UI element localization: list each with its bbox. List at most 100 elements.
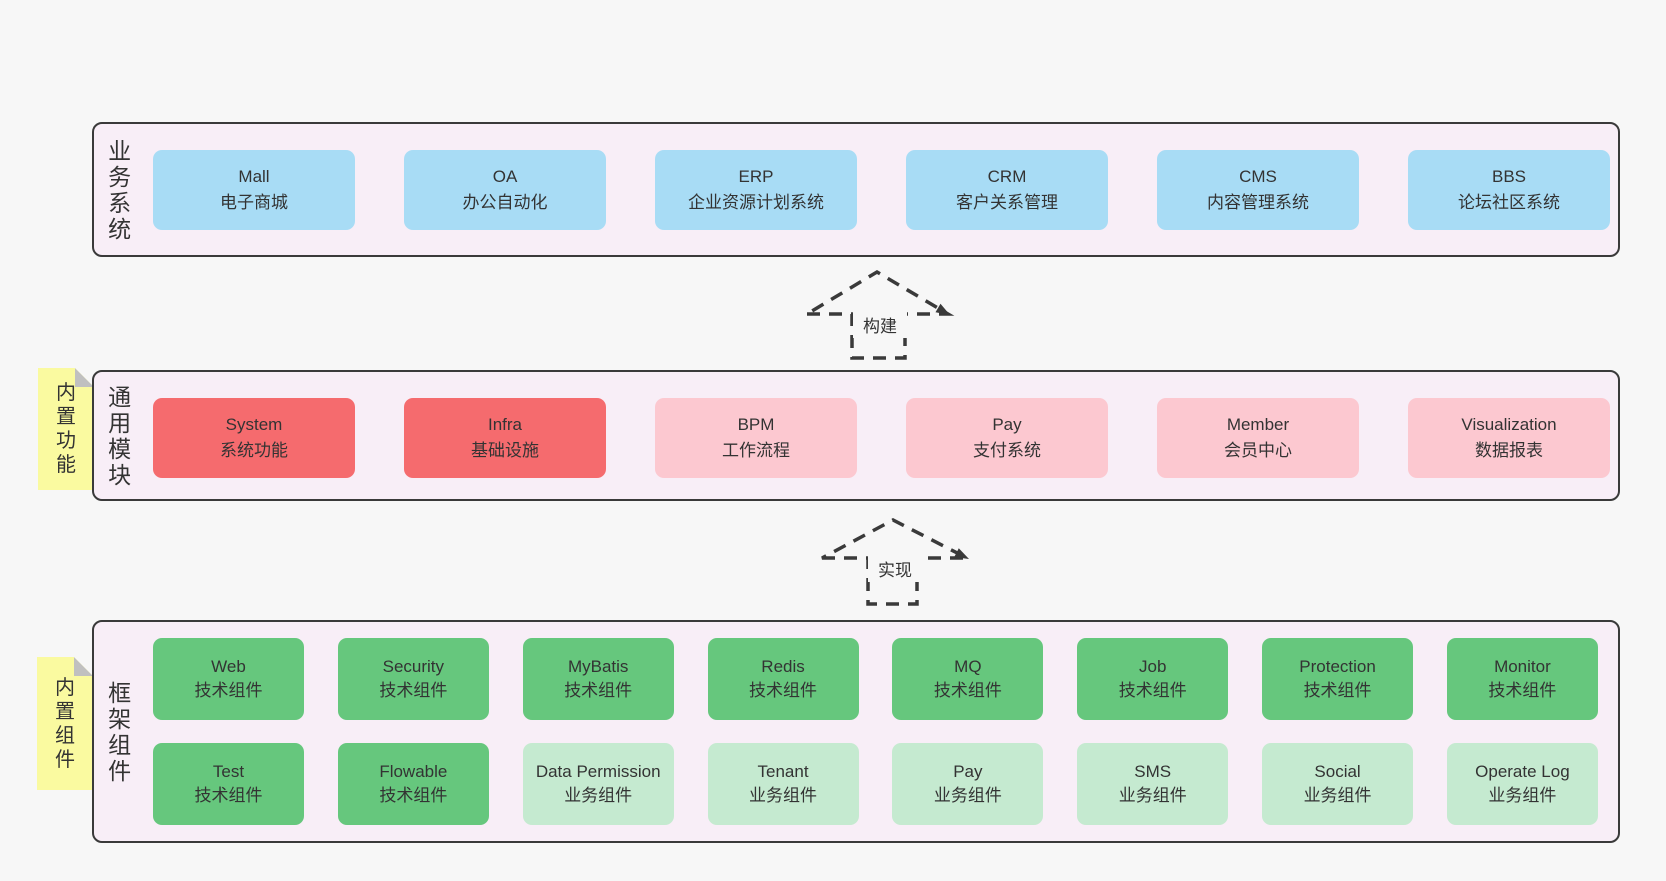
box-title: System <box>225 415 283 434</box>
box-subtitle: 支付系统 <box>973 441 1041 460</box>
box-subtitle: 办公自动化 <box>462 193 548 212</box>
layer-label-modules: 通用模块 <box>108 383 132 488</box>
box-subtitle: 企业资源计划系统 <box>688 193 824 212</box>
box-title: BBS <box>1491 167 1527 186</box>
box-test: Test 技术组件 <box>153 743 304 825</box>
box-mybatis: MyBatis 技术组件 <box>522 638 674 720</box>
box-data-permission: Data Permission 业务组件 <box>522 743 674 825</box>
box-job: Job 技术组件 <box>1077 638 1229 720</box>
box-subtitle: 技术组件 <box>749 681 818 700</box>
sticky-note-built-in-features: 内置功能 <box>38 368 94 490</box>
box-subtitle: 业务组件 <box>1303 786 1372 805</box>
box-title: Infra <box>487 415 523 434</box>
box-subtitle: 业务组件 <box>749 786 818 805</box>
box-subtitle: 技术组件 <box>1118 681 1187 700</box>
box-subtitle: 技术组件 <box>194 681 263 700</box>
box-title: Pay <box>992 415 1022 434</box>
box-subtitle: 技术组件 <box>194 786 263 805</box>
box-title: Flowable <box>379 762 448 781</box>
box-social: Social 业务组件 <box>1262 743 1414 825</box>
box-protection: Protection 技术组件 <box>1262 638 1414 720</box>
box-subtitle: 业务组件 <box>1488 786 1557 805</box>
box-title: Security <box>382 657 445 676</box>
box-title: CRM <box>987 167 1027 186</box>
business-systems-layer: 业务系统 Mall 电子商城 OA 办公自动化 ERP 企业资源计划系统 CRM… <box>92 122 1620 257</box>
layer-label-components: 框架组件 <box>108 679 132 784</box>
box-sms: SMS 业务组件 <box>1077 743 1229 825</box>
box-title: MyBatis <box>567 657 629 676</box>
box-title: Operate Log <box>1475 762 1570 781</box>
box-title: Web <box>211 657 246 676</box>
box-operate-log: Operate Log 业务组件 <box>1446 743 1598 825</box>
box-subtitle: 技术组件 <box>1488 681 1557 700</box>
box-mq: MQ 技术组件 <box>892 638 1044 720</box>
box-subtitle: 业务组件 <box>1118 786 1187 805</box>
implement-arrow-label: 实现 <box>868 555 922 582</box>
box-flowable: Flowable 技术组件 <box>337 743 489 825</box>
box-cms: CMS 内容管理系统 <box>1157 150 1359 230</box>
box-member: Member 会员中心 <box>1157 398 1359 478</box>
box-subtitle: 技术组件 <box>933 681 1002 700</box>
box-title: Monitor <box>1494 657 1551 676</box>
box-subtitle: 业务组件 <box>933 786 1002 805</box>
components-row-2: Test 技术组件 Flowable 技术组件 Data Permission … <box>153 743 1598 825</box>
box-subtitle: 系统功能 <box>220 441 288 460</box>
box-bpm: BPM 工作流程 <box>655 398 857 478</box>
sticky-note-built-in-components: 内置组件 <box>37 657 93 790</box>
box-subtitle: 会员中心 <box>1224 441 1292 460</box>
box-title: MQ <box>954 657 982 676</box>
business-systems-row: Mall 电子商城 OA 办公自动化 ERP 企业资源计划系统 CRM 客户关系… <box>153 150 1610 230</box>
layer-label-business: 业务系统 <box>108 137 132 242</box>
box-pay-module: Pay 支付系统 <box>906 398 1108 478</box>
box-title: CMS <box>1239 167 1277 186</box>
box-tenant: Tenant 业务组件 <box>707 743 859 825</box>
box-title: Tenant <box>757 762 809 781</box>
box-infra: Infra 基础设施 <box>404 398 606 478</box>
box-monitor: Monitor 技术组件 <box>1446 638 1598 720</box>
box-subtitle: 业务组件 <box>564 786 633 805</box>
box-title: Mall <box>238 167 270 186</box>
box-mall: Mall 电子商城 <box>153 150 355 230</box>
box-subtitle: 技术组件 <box>379 681 448 700</box>
box-subtitle: 电子商城 <box>220 193 288 212</box>
box-title: Redis <box>761 657 805 676</box>
box-visualization: Visualization 数据报表 <box>1408 398 1610 478</box>
framework-components-layer: 框架组件 Web 技术组件 Security 技术组件 MyBatis 技术组件… <box>92 620 1620 843</box>
box-subtitle: 技术组件 <box>564 681 633 700</box>
sticky-note-label: 内置功能 <box>56 382 76 476</box>
box-title: SMS <box>1134 762 1172 781</box>
box-title: Visualization <box>1461 415 1557 434</box>
components-row-1: Web 技术组件 Security 技术组件 MyBatis 技术组件 Redi… <box>153 638 1598 720</box>
box-subtitle: 数据报表 <box>1475 441 1543 460</box>
box-title: Member <box>1226 415 1290 434</box>
box-subtitle: 内容管理系统 <box>1207 193 1309 212</box>
box-subtitle: 工作流程 <box>722 441 790 460</box>
box-subtitle: 技术组件 <box>379 786 448 805</box>
box-title: Pay <box>953 762 983 781</box>
box-subtitle: 客户关系管理 <box>956 193 1058 212</box>
box-subtitle: 论坛社区系统 <box>1458 193 1560 212</box>
box-title: OA <box>492 167 518 186</box>
common-modules-row: System 系统功能 Infra 基础设施 BPM 工作流程 Pay 支付系统… <box>153 398 1610 478</box>
box-system: System 系统功能 <box>153 398 355 478</box>
box-subtitle: 基础设施 <box>471 441 539 460</box>
box-pay-component: Pay 业务组件 <box>892 743 1044 825</box>
box-redis: Redis 技术组件 <box>707 638 859 720</box>
box-title: ERP <box>738 167 774 186</box>
box-subtitle: 技术组件 <box>1303 681 1372 700</box>
build-arrow-label: 构建 <box>853 311 907 338</box>
box-web: Web 技术组件 <box>153 638 304 720</box>
box-title: BPM <box>737 415 775 434</box>
box-oa: OA 办公自动化 <box>404 150 606 230</box>
box-title: Data Permission <box>535 762 661 781</box>
box-title: Protection <box>1299 657 1376 676</box>
box-title: Job <box>1139 657 1167 676</box>
sticky-note-label: 内置组件 <box>55 676 75 771</box>
box-title: Social <box>1314 762 1361 781</box>
common-modules-layer: 通用模块 System 系统功能 Infra 基础设施 BPM 工作流程 Pay… <box>92 370 1620 501</box>
box-security: Security 技术组件 <box>337 638 489 720</box>
box-bbs: BBS 论坛社区系统 <box>1408 150 1610 230</box>
box-crm: CRM 客户关系管理 <box>906 150 1108 230</box>
box-erp: ERP 企业资源计划系统 <box>655 150 857 230</box>
